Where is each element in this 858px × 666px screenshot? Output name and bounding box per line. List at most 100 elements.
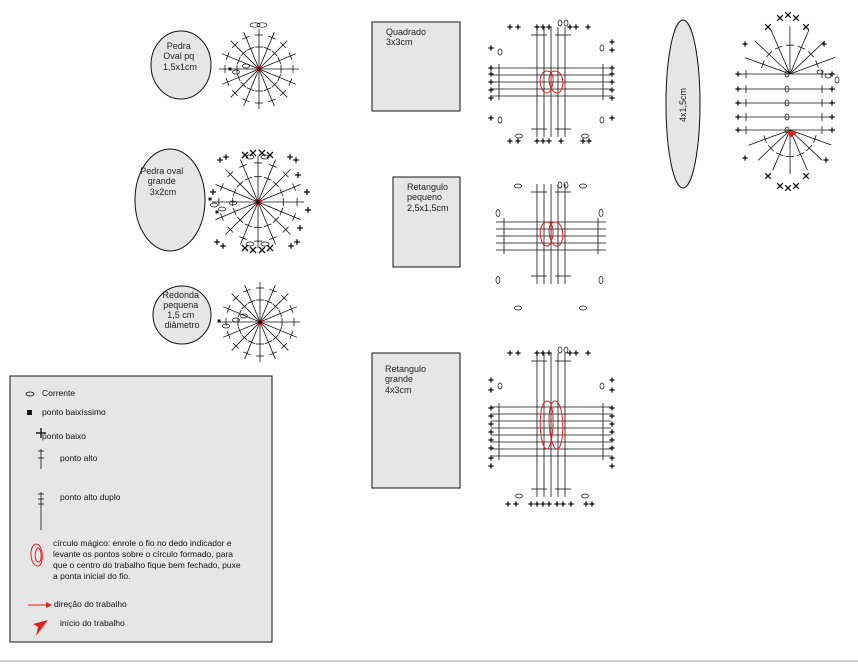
double-crochet-stitch	[231, 321, 261, 351]
retangulo-pequeno-label: Retangulo pequeno 2,5x1,5cm	[407, 182, 451, 213]
stitch-tick	[280, 342, 288, 350]
legend-baixo-text: ponto baixo	[42, 431, 86, 441]
stitch-tick	[271, 81, 278, 88]
stitch-tick	[243, 288, 251, 293]
stitch-tick	[268, 98, 276, 103]
single-crochet-stitch	[241, 244, 249, 252]
double-crochet-stitch	[770, 29, 791, 75]
retangulo-grande-shape	[371, 352, 461, 489]
stitch-tick	[232, 207, 237, 216]
chain-stitch	[579, 183, 587, 189]
single-crochet-stitch	[258, 149, 266, 157]
retangulo-pequeno-shape	[392, 176, 461, 268]
stitch-tick	[232, 294, 240, 302]
chain-stitch	[497, 382, 503, 390]
double-crochet-stitch	[744, 57, 791, 75]
chain-stitch	[232, 69, 240, 75]
stitch-tick	[774, 45, 783, 50]
stitch-tick	[761, 60, 765, 69]
chain-stitch	[260, 241, 270, 247]
magic-ring	[548, 221, 564, 247]
stitch-tick	[232, 342, 240, 350]
chain-stitch	[599, 116, 605, 124]
double-crochet-stitch	[259, 321, 298, 338]
chain-stitch	[495, 209, 501, 217]
double-crochet-stitch	[258, 68, 288, 98]
chain-stitch	[599, 44, 605, 52]
stitch-tick	[225, 52, 230, 60]
chain-stitch	[557, 346, 563, 354]
single-crochet-stitch	[802, 172, 810, 180]
stitch-tick	[289, 305, 294, 313]
chain-stitch	[834, 76, 840, 84]
stitch-tick	[807, 50, 814, 58]
stitch-tick	[263, 176, 272, 181]
magic-ring	[539, 400, 554, 450]
pedra-oval-grande-label: Pedra oval grande 3x2cm	[140, 166, 186, 197]
double-crochet-stitch	[230, 40, 260, 70]
chain-stitch	[784, 113, 790, 121]
double-crochet-stitch	[243, 68, 260, 107]
magic-ring	[548, 70, 564, 94]
stitch-tick	[241, 334, 248, 341]
stitch-tick	[263, 223, 272, 228]
stitch-tick	[269, 163, 277, 168]
legend-icons	[25, 391, 52, 636]
stitch-tick	[279, 89, 287, 97]
stitch-tick	[246, 87, 255, 92]
stitch-tick	[264, 340, 273, 345]
double-crochet-stitch	[243, 31, 260, 70]
quadrado-label: Quadrado 3x3cm	[386, 27, 429, 47]
chain-stitch	[581, 493, 589, 499]
chain-stitch	[563, 181, 569, 189]
oval-4x15-label: 4x1,5cm	[678, 88, 688, 122]
direction-arrow-icon	[46, 602, 52, 608]
chain-stitch	[557, 19, 563, 27]
stitch-tick	[263, 87, 272, 92]
stitch-tick	[288, 78, 293, 86]
single-crochet-stitch	[776, 14, 784, 22]
stitch-tick	[815, 60, 819, 68]
double-crochet-stitch	[748, 129, 791, 146]
chain-stitch	[218, 206, 226, 212]
stitch-tick	[239, 236, 247, 241]
stitch-tick	[277, 73, 282, 82]
chain-stitch	[563, 19, 569, 27]
double-crochet-stitch	[789, 129, 823, 161]
single-crochet-stitch	[266, 151, 274, 159]
legend-alto-text: ponto alto	[60, 453, 98, 463]
stitch-tick	[279, 188, 284, 197]
slip-stitch	[215, 210, 219, 214]
pedra-oval-grande-shape	[134, 148, 206, 252]
stitch-tick	[264, 299, 273, 304]
slip-stitch	[228, 67, 232, 71]
stitch-tick	[244, 223, 253, 228]
chain-stitch	[232, 317, 240, 323]
stitch-tick	[247, 340, 256, 345]
double-crochet-stitch	[257, 169, 291, 203]
stitch-tick	[244, 176, 253, 181]
double-crochet-stitch	[257, 201, 301, 220]
double-crochet-stitch	[257, 184, 301, 203]
stitch-tick	[813, 135, 817, 143]
double-crochet-stitch	[225, 169, 259, 203]
single-crochet-stitch	[249, 246, 257, 254]
slip-stitch	[208, 197, 212, 201]
double-crochet-stitch	[258, 31, 275, 70]
chain-stitch	[497, 48, 503, 56]
magic-ring	[254, 198, 262, 206]
redonda-pequena-shape	[152, 285, 212, 345]
chain-stitch-icon	[25, 391, 35, 397]
stitch-tick	[288, 52, 293, 60]
chain-stitch	[784, 85, 790, 93]
double-crochet-stitch	[258, 68, 297, 85]
double-crochet-stitch	[258, 40, 288, 70]
stitch-tick	[231, 89, 239, 97]
chain-stitch	[514, 183, 522, 189]
stitch-tick	[292, 213, 297, 221]
stitch-tick	[269, 351, 277, 356]
stitch-tick	[268, 35, 276, 40]
legend-inicio-text: início do trabalho	[60, 618, 125, 628]
legend-corrente-text: Corrente	[42, 388, 76, 398]
